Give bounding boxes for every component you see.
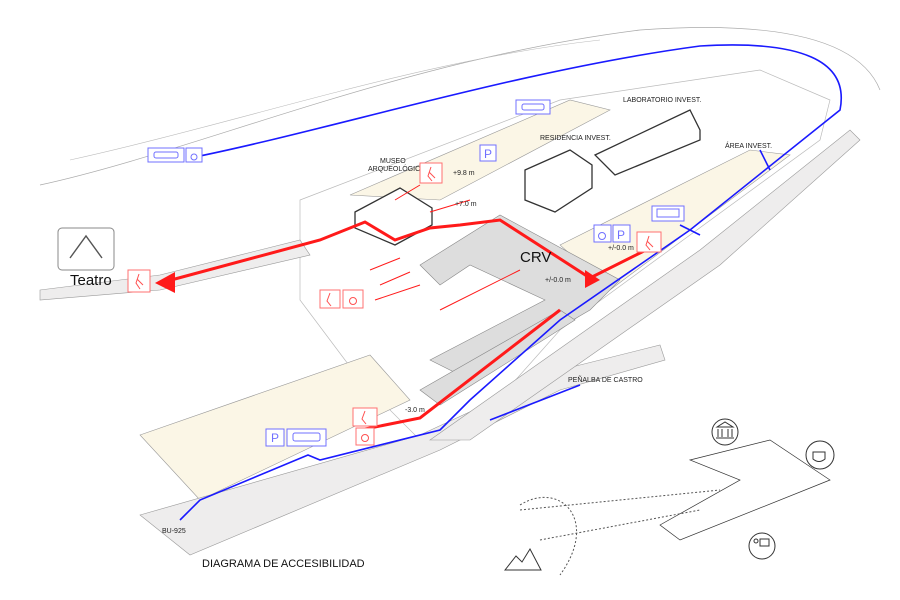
label-residencia: RESIDENCIA INVEST.: [540, 135, 611, 142]
mountain-icon: [503, 547, 542, 571]
terrain-outline: [69, 39, 601, 161]
label-museo: ARQUEOLÓGICO: [368, 164, 426, 173]
label-teatro: Teatro: [70, 272, 112, 289]
museo-building: [354, 187, 433, 246]
vehicle-route: [179, 44, 843, 521]
parking-icon: P: [612, 224, 631, 243]
lecture-icon: [748, 532, 776, 560]
crv-building: [419, 214, 621, 381]
wheelchair-icon: [342, 289, 364, 309]
pedestrian-icon: [352, 407, 378, 427]
label-museo: MUSEO: [380, 158, 406, 165]
svg-text:P: P: [484, 147, 492, 161]
parking-icon: P: [479, 144, 497, 162]
road-teatro: [39, 239, 311, 301]
building-sketch: [519, 439, 831, 576]
level-label: +/-0.0 m: [608, 245, 634, 252]
residencia-building: [524, 149, 593, 213]
vehicle-route: [759, 149, 771, 171]
level-label: -3.0 m: [405, 407, 425, 414]
level-label: +9.8 m: [453, 170, 475, 177]
teatro-icon: [57, 227, 115, 271]
car-icon: [515, 99, 551, 115]
label-bu925: BU-925: [162, 528, 186, 535]
label-penalba: PEÑALBA DE CASTRO: [568, 375, 643, 384]
car-icon: [147, 147, 185, 163]
pedestrian-arrow: [155, 272, 175, 293]
svg-text:P: P: [271, 431, 279, 445]
diagram-title: DIAGRAMA DE ACCESIBILIDAD: [202, 558, 365, 570]
road-east: [429, 129, 861, 441]
pedestrian-route: [159, 218, 651, 285]
wheelchair-icon: [593, 224, 612, 243]
pedestrian-arrow: [585, 270, 600, 288]
label-crv: CRV: [520, 249, 551, 266]
parking-icon: P: [265, 428, 285, 447]
pedestrian-ramps: [369, 184, 521, 311]
terrain-outline: [39, 27, 881, 186]
label-laboratorio: LABORATORIO INVEST.: [623, 97, 701, 104]
pedestrian-route: [359, 308, 561, 432]
level-label: +/-0.0 m: [545, 277, 571, 284]
road-lower: [139, 344, 666, 556]
label-area: ÁREA INVEST.: [725, 141, 772, 150]
lower-parking-area: [139, 354, 411, 501]
wheelchair-icon: [355, 427, 375, 446]
museum-icon: [711, 418, 739, 446]
vehicle-route: [679, 224, 701, 236]
vehicle-route: [489, 384, 581, 421]
pedestrian-icon: [636, 231, 662, 253]
svg-text:P: P: [617, 228, 625, 242]
bus-icon: [651, 205, 685, 222]
car-icon: [286, 428, 327, 447]
level-label: +7.0 m: [455, 201, 477, 208]
pedestrian-icon: [319, 289, 341, 309]
cafe-icon: [805, 440, 835, 470]
laboratorio-building: [593, 109, 701, 176]
pedestrian-icon: [419, 162, 443, 184]
pedestrian-icon: [127, 269, 151, 293]
wheelchair-icon: [185, 147, 203, 163]
